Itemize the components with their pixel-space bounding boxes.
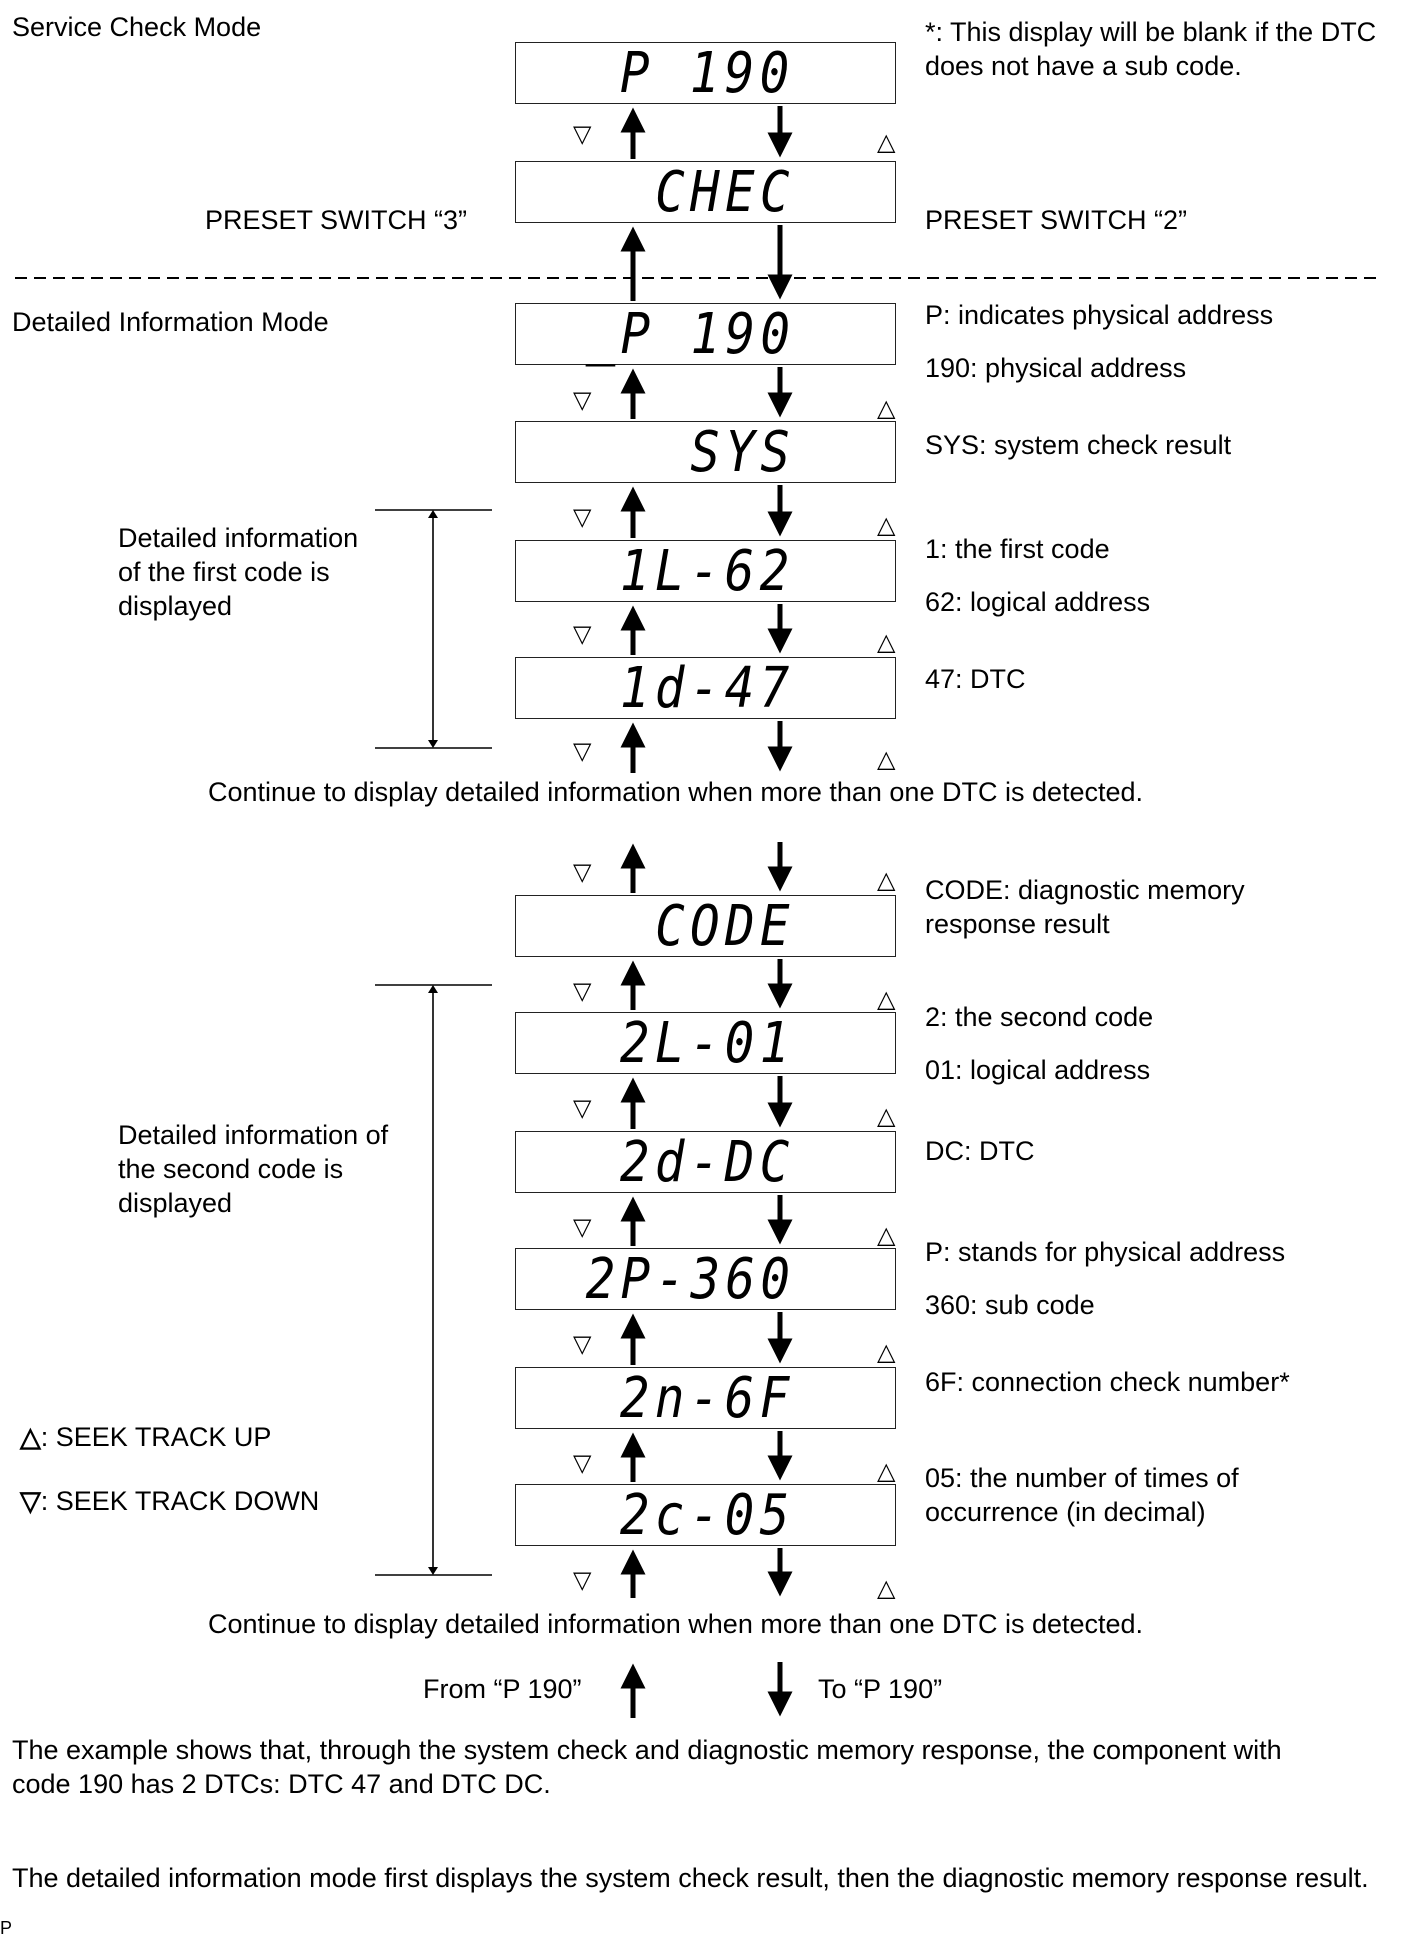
triangle-up-icon: △: [877, 1221, 896, 1249]
display-text: _P 190: [585, 302, 795, 367]
display-text: 2P-360: [585, 1247, 795, 1312]
triangle-down-icon: ▽: [573, 737, 592, 765]
from-p190-label: From “P 190”: [423, 1674, 582, 1704]
desc-conn-6f: 6F: connection check number*: [925, 1367, 1290, 1397]
preset-switch-2-label: PRESET SWITCH “2”: [925, 205, 1188, 235]
preset-switch-3-label: PRESET SWITCH “3”: [205, 205, 468, 235]
triangle-down-icon: ▽: [573, 1330, 592, 1358]
triangle-up-icon: △: [877, 1574, 896, 1602]
display-physical-p190: _P 190: [515, 303, 896, 365]
triangle-down-icon: ▽: [573, 977, 592, 1005]
desc-dtc-47: 47: DTC: [925, 664, 1026, 694]
triangle-down-icon: ▽: [573, 858, 592, 886]
triangle-down-icon: ▽: [573, 620, 592, 648]
display-text: CHEC: [655, 160, 795, 225]
display-1d-47: 1d-47: [515, 657, 896, 719]
desc-times-05: 05: the number of times of occurrence (i…: [925, 1463, 1239, 1527]
display-text: 2d-DC: [620, 1130, 795, 1195]
desc-first-code: 1: the first code: [925, 534, 1110, 564]
triangle-up-icon: △: [877, 128, 896, 156]
detailed-info-mode-label: Detailed Information Mode: [12, 307, 329, 337]
display-1l-62: 1L-62: [515, 540, 896, 602]
desc-second-code: 2: the second code: [925, 1002, 1154, 1032]
display-chec: CHEC: [515, 161, 896, 223]
display-2n-6f: 2n-6F: [515, 1367, 896, 1429]
desc-logical-01: 01: logical address: [925, 1055, 1151, 1085]
display-text: 2c-05: [620, 1483, 795, 1548]
triangle-down-icon: ▽: [573, 120, 592, 148]
desc-190-address: 190: physical address: [925, 353, 1187, 383]
detail-first-label: Detailed information of the first code i…: [118, 523, 359, 621]
legend-seek-up: △: SEEK TRACK UP: [20, 1420, 271, 1454]
triangle-up-icon: △: [877, 866, 896, 894]
desc-sub-360: 360: sub code: [925, 1290, 1095, 1320]
display-2d-dc: 2d-DC: [515, 1131, 896, 1193]
display-p190: P 190: [515, 42, 896, 104]
seek-up-label: : SEEK TRACK UP: [40, 1422, 272, 1452]
display-text: CODE: [655, 894, 795, 959]
display-2c-05: 2c-05: [515, 1484, 896, 1546]
seek-down-label: : SEEK TRACK DOWN: [40, 1486, 320, 1516]
desc-logical-62: 62: logical address: [925, 587, 1151, 617]
display-2l-01: 2L-01: [515, 1012, 896, 1074]
display-text: 1d-47: [620, 656, 795, 721]
order-paragraph: The detailed information mode first disp…: [12, 1863, 1369, 1893]
footer-mark: P: [0, 1918, 13, 1938]
display-text: 2L-01: [620, 1011, 795, 1076]
desc-code: CODE: diagnostic memory response result: [925, 875, 1245, 939]
to-p190-label: To “P 190”: [818, 1674, 943, 1704]
triangle-up-icon: △: [20, 1422, 41, 1452]
display-code: CODE: [515, 895, 896, 957]
display-text: P 190: [620, 41, 795, 106]
display-text: 1L-62: [620, 539, 795, 604]
triangle-down-icon: ▽: [573, 1094, 592, 1122]
triangle-down-icon: ▽: [573, 1566, 592, 1594]
triangle-down-icon: ▽: [573, 386, 592, 414]
triangle-up-icon: △: [877, 511, 896, 539]
continue-note-1: Continue to display detailed information…: [208, 777, 1144, 807]
triangle-down-icon: ▽: [573, 1449, 592, 1477]
example-paragraph: The example shows that, through the syst…: [12, 1735, 1282, 1799]
triangle-up-icon: △: [877, 1102, 896, 1130]
triangle-up-icon: △: [877, 628, 896, 656]
desc-p-stands: P: stands for physical address: [925, 1237, 1286, 1267]
triangle-up-icon: △: [877, 985, 896, 1013]
triangle-down-icon: ▽: [20, 1486, 41, 1516]
continue-note-2: Continue to display detailed information…: [208, 1609, 1144, 1639]
detail-second-label: Detailed information of the second code …: [118, 1120, 389, 1218]
triangle-up-icon: △: [877, 745, 896, 773]
triangle-down-icon: ▽: [573, 503, 592, 531]
display-2p-360: 2P-360: [515, 1248, 896, 1310]
desc-sys: SYS: system check result: [925, 430, 1232, 460]
desc-p-physical: P: indicates physical address: [925, 300, 1274, 330]
display-sys: SYS: [515, 421, 896, 483]
triangle-up-icon: △: [877, 1457, 896, 1485]
display-text: SYS: [690, 420, 795, 485]
triangle-down-icon: ▽: [573, 1213, 592, 1241]
display-text: 2n-6F: [620, 1366, 795, 1431]
legend-seek-down: ▽: SEEK TRACK DOWN: [20, 1484, 319, 1518]
blank-note: *: This display will be blank if the DTC…: [925, 17, 1377, 81]
triangle-up-icon: △: [877, 394, 896, 422]
desc-dtc-dc: DC: DTC: [925, 1136, 1035, 1166]
triangle-up-icon: △: [877, 1338, 896, 1366]
service-check-mode-label: Service Check Mode: [12, 12, 262, 42]
